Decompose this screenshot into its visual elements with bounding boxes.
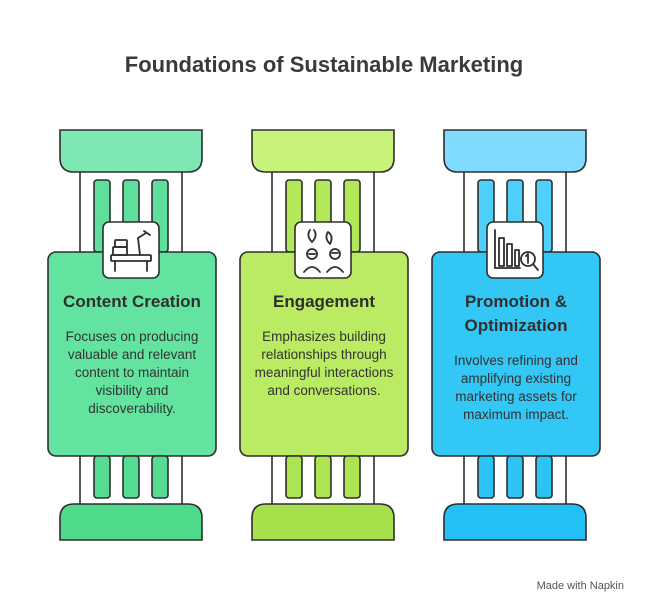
diagram-title: Foundations of Sustainable Marketing [124, 52, 524, 77]
pillar-title: Promotion & Optimization [464, 292, 568, 335]
pillar-title: Content Creation [63, 292, 201, 311]
people-talking-icon [303, 229, 344, 273]
pillar-title: Engagement [272, 292, 376, 311]
chart-magnifier-icon [494, 229, 539, 271]
desk-icon [110, 230, 152, 272]
napkin-credit[interactable]: Made with Napkin [536, 580, 624, 592]
pillar-description: Focuses on producing valuable and releva… [65, 329, 199, 416]
pillar-description: Emphasizes building relationships throug… [254, 329, 394, 398]
pillar-description: Involves refining and amplifying existin… [454, 353, 578, 422]
